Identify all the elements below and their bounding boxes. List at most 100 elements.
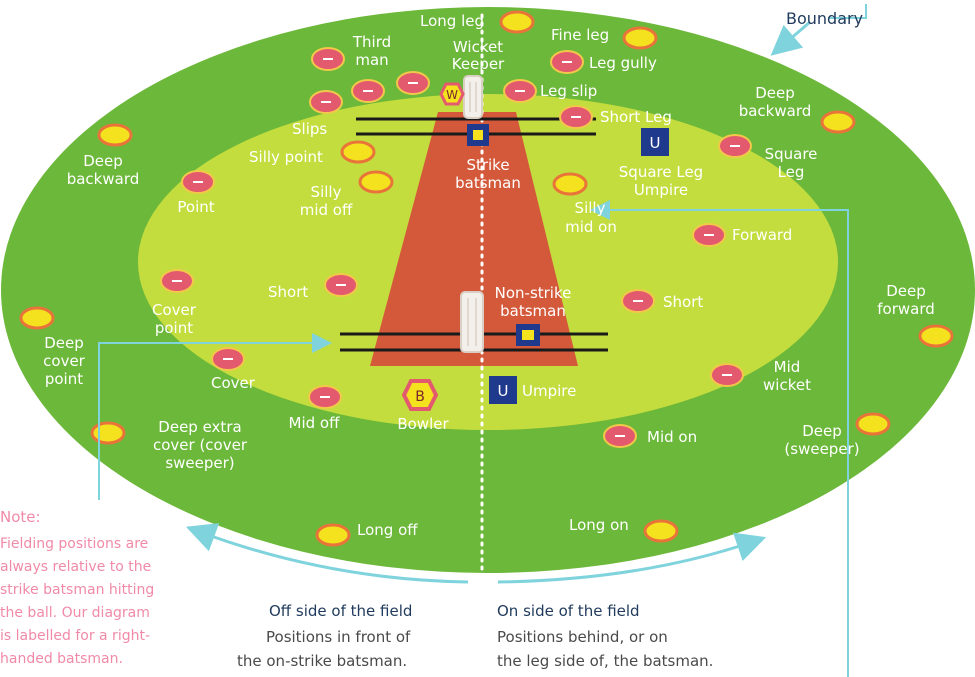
label-square-leg-2: Leg <box>778 163 805 181</box>
deep-fielders <box>19 10 954 547</box>
label-cover-point-2: point <box>155 319 193 337</box>
square-leg-umpire-icon <box>641 128 669 156</box>
fielder-deep-sweeper <box>855 412 891 436</box>
label-square-leg-umpire-2: Umpire <box>634 181 688 199</box>
off-side-desc-2: the on-strike batsman. <box>237 652 407 670</box>
label-leg-gully: Leg gully <box>589 54 657 72</box>
fielder-silly-mid-off <box>358 170 394 194</box>
label-forward: Forward <box>732 226 792 244</box>
label-deep-extra-cover-1: Deep extra <box>158 418 241 436</box>
fielder-silly-mid-on <box>552 172 588 196</box>
fielder-long-on <box>643 519 679 543</box>
label-silly-mid-off-1: Silly <box>311 183 342 201</box>
label-deep-cover-point-2: cover <box>43 352 86 370</box>
label-non-strike-2: batsman <box>500 302 566 320</box>
boundary-label: Boundary <box>786 9 863 28</box>
label-bowler: Bowler <box>397 415 449 433</box>
label-square-leg-umpire-1: Square Leg <box>619 163 703 181</box>
label-third-man-2: man <box>355 51 388 69</box>
fielder-deep-forward <box>918 324 954 348</box>
label-non-strike-1: Non-strike <box>495 284 572 302</box>
wicket-keeper-badge: W <box>446 88 458 102</box>
label-fine-leg: Fine leg <box>551 26 609 44</box>
bowler-icon <box>401 379 439 411</box>
label-long-leg: Long leg <box>420 12 484 30</box>
stumps-top-icon <box>463 75 483 119</box>
label-strike-batsman-1: Strike <box>466 156 509 174</box>
label-deep-backward-left-1: Deep <box>83 152 123 170</box>
fielder-deep-backward-left <box>97 123 133 147</box>
label-short-leg: Short Leg <box>600 108 672 126</box>
label-deep-forward-1: Deep <box>886 282 926 300</box>
fielder-deep-cover-point <box>19 306 55 330</box>
label-deep-backward-right-1: Deep <box>755 84 795 102</box>
label-silly-point: Silly point <box>249 148 323 166</box>
label-cover: Cover <box>211 374 256 392</box>
umpire-icon <box>489 376 517 404</box>
fielder-long-leg <box>499 10 535 34</box>
label-deep-cover-point-3: point <box>45 370 83 388</box>
label-deep-backward-right-2: backward <box>739 102 812 120</box>
note-line-1: Fielding positions are <box>0 536 148 552</box>
label-silly-mid-on-1: Silly <box>575 199 606 217</box>
fielder-silly-point <box>340 140 376 164</box>
close-fielders <box>160 47 752 448</box>
off-side-arrow <box>185 523 469 584</box>
label-short-left: Short <box>268 283 308 301</box>
label-wicket-keeper-2: Keeper <box>452 55 505 73</box>
label-wicket-keeper-1: Wicket <box>453 38 503 56</box>
boundary-arrow <box>770 20 811 56</box>
bowler-badge: B <box>415 389 425 405</box>
note-line-2: always relative to the <box>0 559 151 575</box>
label-mid-wicket-2: wicket <box>763 376 811 394</box>
on-side-desc-arrow <box>590 200 849 677</box>
label-deep-sweeper-2: (sweeper) <box>784 440 859 458</box>
label-umpire: Umpire <box>522 382 576 400</box>
label-deep-forward-2: forward <box>877 300 935 318</box>
off-side-title: Off side of the field <box>269 602 412 620</box>
label-silly-mid-on-2: mid on <box>565 218 617 236</box>
fielder-deep-backward-right <box>820 110 856 134</box>
label-strike-batsman-2: batsman <box>455 174 521 192</box>
note-line-4: the ball. Our diagram <box>0 605 150 621</box>
boundary-arrow-line <box>828 4 867 19</box>
label-silly-mid-off-2: mid off <box>300 201 353 219</box>
on-side-desc-2: the leg side of, the batsman. <box>497 652 713 670</box>
label-deep-sweeper-1: Deep <box>802 422 842 440</box>
off-side-desc-1: Positions in front of <box>266 628 411 646</box>
umpire-badge: U <box>498 382 509 400</box>
label-slips: Slips <box>292 120 327 138</box>
label-long-on: Long on <box>569 516 629 534</box>
label-leg-slip: Leg slip <box>540 82 597 100</box>
note-line-5: is labelled for a right- <box>0 628 150 644</box>
label-point: Point <box>177 198 214 216</box>
label-mid-wicket-1: Mid <box>774 358 801 376</box>
pitch <box>370 112 578 366</box>
fielder-dashes <box>172 58 740 437</box>
note-line-6: handed batsman. <box>0 651 123 667</box>
label-third-man-1: Third <box>352 33 391 51</box>
note-line-3: strike batsman hitting <box>0 582 154 598</box>
stumps-bottom-icon <box>460 291 484 353</box>
label-deep-backward-left-2: backward <box>67 170 140 188</box>
label-square-leg-1: Square <box>765 145 818 163</box>
note-arrow <box>98 333 332 500</box>
label-deep-cover-point-1: Deep <box>44 334 84 352</box>
on-side-title: On side of the field <box>497 602 640 620</box>
fielder-long-off <box>315 523 351 547</box>
note-title: Note: <box>0 508 41 526</box>
label-mid-on: Mid on <box>647 428 697 446</box>
fielder-deep-extra-cover <box>90 421 126 445</box>
on-side-arrow <box>497 532 767 584</box>
label-deep-extra-cover-2: cover (cover <box>153 436 248 454</box>
label-short-right: Short <box>663 293 703 311</box>
label-deep-extra-cover-3: sweeper) <box>165 454 234 472</box>
label-long-off: Long off <box>357 521 418 539</box>
wicket-keeper-icon <box>439 82 465 106</box>
label-mid-off: Mid off <box>289 414 341 432</box>
label-cover-point-1: Cover <box>152 301 197 319</box>
square-leg-umpire-badge: U <box>650 134 661 152</box>
on-side-desc-1: Positions behind, or on <box>497 628 668 646</box>
